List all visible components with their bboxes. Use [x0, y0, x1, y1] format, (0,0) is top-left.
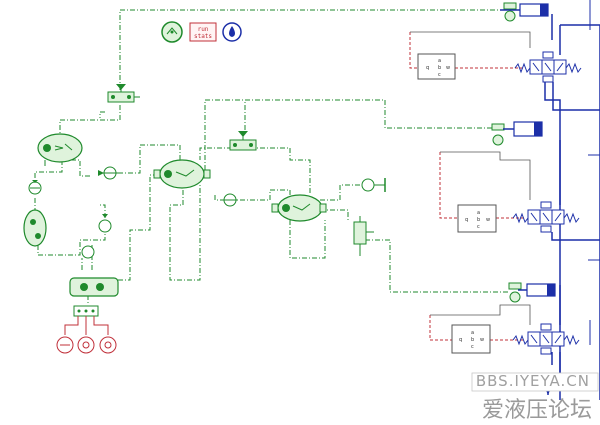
logic-block-1[interactable] [37, 133, 83, 166]
right-frame [588, 0, 600, 345]
watermark-site: BBS.IYEYA.CN [475, 372, 590, 390]
vc1-a: a [438, 58, 441, 64]
valve-controller-bottom[interactable]: a q b w c [451, 324, 491, 354]
limit-sensor-top[interactable] [503, 2, 517, 22]
simulation-clock-icon[interactable] [161, 21, 183, 43]
hydraulic-lines [544, 14, 600, 400]
watermark-forum: 爱液压论坛 [481, 398, 592, 423]
directional-valve-top[interactable] [514, 51, 582, 83]
check-valve-4[interactable] [81, 245, 95, 259]
check-valve-3[interactable] [98, 214, 112, 233]
directional-valve-mid[interactable] [512, 201, 580, 233]
directional-valve-bottom[interactable] [512, 323, 580, 355]
pressure-valve-top[interactable] [107, 84, 140, 103]
signal-lines [409, 32, 525, 341]
cylinder-top[interactable] [500, 3, 549, 17]
cylinder-mid[interactable] [503, 121, 543, 137]
vc3-c: c [471, 344, 474, 350]
red-input-lines [64, 316, 109, 335]
run-stats-button[interactable]: run stats [189, 22, 217, 42]
cylinder-bottom[interactable] [518, 283, 556, 297]
fluid-drop-icon[interactable] [222, 22, 242, 42]
vc2-c: c [477, 224, 480, 230]
run-stats-label-1: run [198, 26, 209, 33]
logic-block-main[interactable] [69, 277, 119, 317]
logic-block-3[interactable] [153, 159, 211, 189]
run-stats-label-2: stats [194, 33, 212, 40]
vc1-q: q [426, 65, 429, 71]
valve-controller-mid[interactable]: a q b w c [457, 204, 497, 233]
check-valve-1[interactable] [28, 180, 42, 195]
lever-valve[interactable] [361, 178, 386, 192]
vc1-w: w [446, 65, 450, 71]
pressure-valve-mid[interactable] [229, 131, 257, 151]
limit-sensor-mid[interactable] [491, 123, 505, 146]
vc3-b: b [471, 337, 474, 343]
valve-controller-top[interactable]: a q b w c [417, 53, 456, 80]
vc2-q: q [465, 217, 468, 223]
check-valve-5[interactable] [222, 193, 238, 207]
limit-sensor-bottom[interactable] [508, 282, 522, 303]
vc2-w: w [486, 217, 490, 223]
vc1-c: c [438, 72, 441, 78]
vc1-b: b [438, 65, 441, 71]
vc2-a: a [477, 210, 480, 216]
vc3-q: q [459, 337, 462, 343]
input-button-2[interactable] [77, 336, 95, 354]
logic-block-4[interactable] [271, 194, 327, 222]
vc3-w: w [480, 337, 484, 343]
watermark-box [471, 372, 599, 392]
vc3-a: a [471, 330, 474, 336]
check-valve-2[interactable] [98, 166, 118, 180]
input-button-1[interactable] [56, 336, 74, 354]
vc2-b: b [477, 217, 480, 223]
sensor-wires [410, 31, 531, 325]
input-button-3[interactable] [99, 336, 117, 354]
shuttle-valve[interactable] [353, 216, 374, 256]
control-lines [34, 9, 510, 305]
logic-block-2[interactable] [23, 209, 47, 247]
